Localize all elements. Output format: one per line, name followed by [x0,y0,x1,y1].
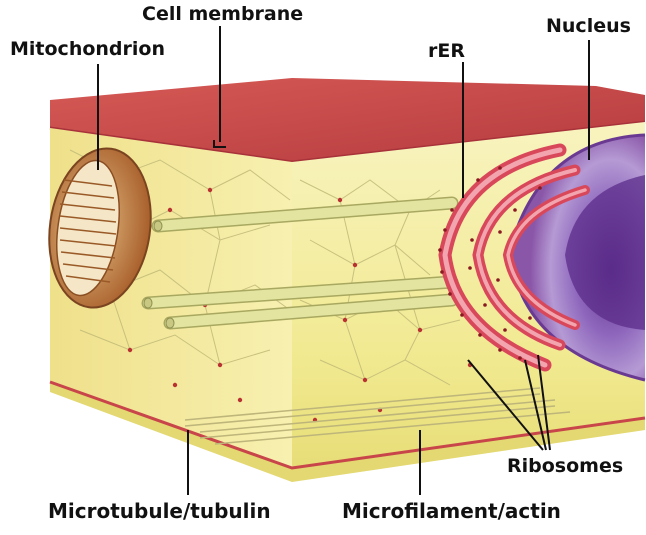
label-microtubule: Microtubule/tubulin [48,501,271,521]
label-rer: rER [428,42,465,61]
label-nucleus: Nucleus [546,17,631,36]
label-mitochondrion: Mitochondrion [10,40,165,59]
label-cell-membrane: Cell membrane [142,5,303,24]
label-microfilament: Microfilament/actin [342,501,561,521]
label-ribosomes: Ribosomes [507,457,623,476]
